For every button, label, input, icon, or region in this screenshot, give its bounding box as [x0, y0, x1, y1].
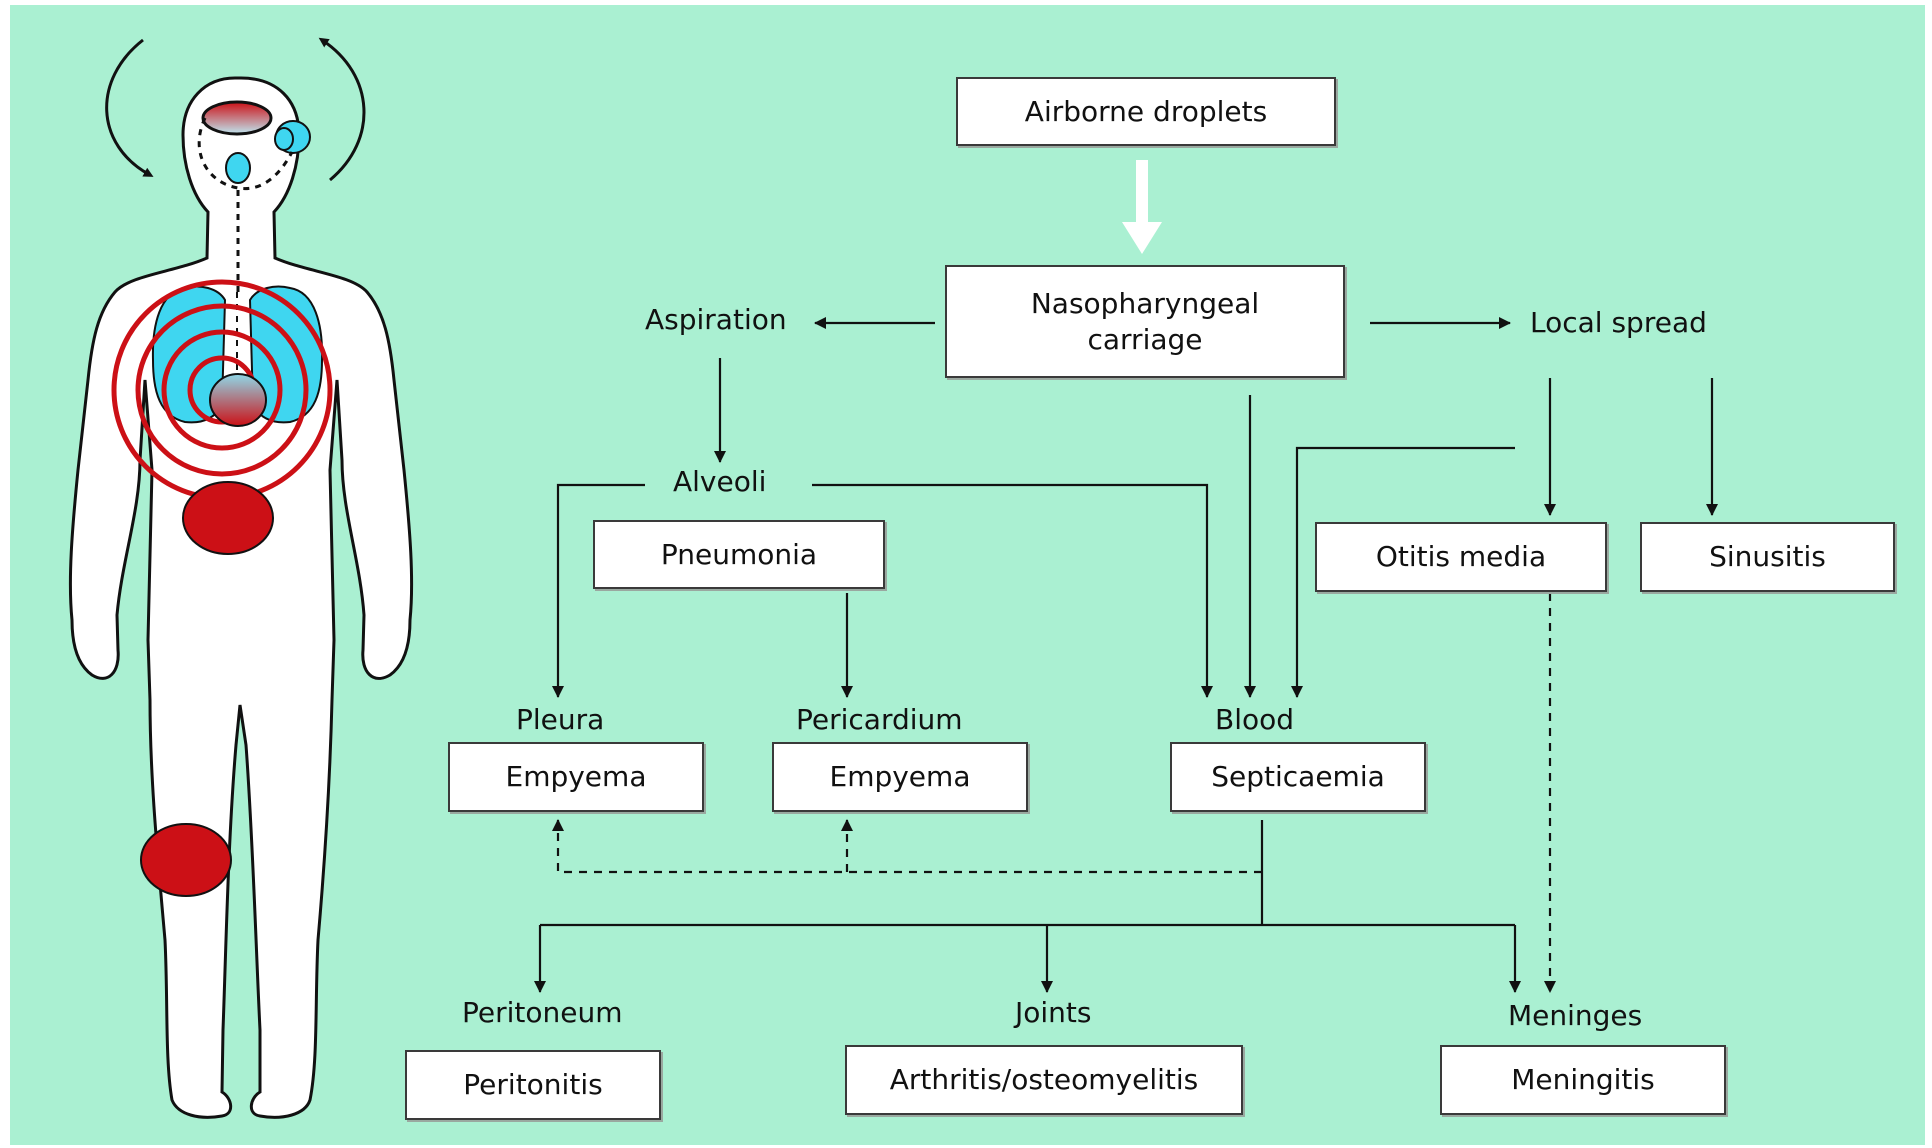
joint-site — [140, 823, 232, 897]
label-aspiration: Aspiration — [645, 303, 787, 336]
box-peritonitis: Peritonitis — [405, 1050, 661, 1120]
label-joints: Joints — [1015, 996, 1092, 1029]
ear-oval-inner — [274, 127, 294, 151]
box-airborne-droplets: Airborne droplets — [956, 77, 1336, 146]
airway-dashes — [197, 117, 294, 191]
local-spread-to-blood — [1291, 446, 1515, 698]
label-meninges: Meninges — [1508, 999, 1643, 1032]
box-sinusitis: Sinusitis — [1640, 522, 1895, 592]
label-blood: Blood — [1215, 703, 1295, 736]
pneumonia-rings — [111, 279, 333, 501]
box-meningitis: Meningitis — [1440, 1045, 1726, 1115]
box-empyema-pleura: Empyema — [448, 742, 704, 812]
box-empyema-pericardium: Empyema — [772, 742, 1028, 812]
peritoneum-site — [182, 481, 274, 555]
box-pneumonia: Pneumonia — [593, 520, 885, 589]
box-otitis-media: Otitis media — [1315, 522, 1607, 592]
left-cycle-arrow — [105, 38, 154, 177]
sinus-oval — [225, 152, 251, 184]
alveoli-to-blood — [812, 483, 1213, 698]
septicaemia-to-empyema-dashed — [552, 819, 1262, 874]
label-pericardium: Pericardium — [796, 703, 963, 736]
label-local-spread: Local spread — [1530, 306, 1707, 339]
mediastinum-oval — [209, 373, 267, 427]
alveoli-to-pleura — [552, 483, 645, 698]
label-pleura: Pleura — [516, 703, 605, 736]
label-peritoneum: Peritoneum — [462, 996, 623, 1029]
label-alveoli: Alveoli — [673, 465, 767, 498]
nasal-cavity — [201, 100, 273, 136]
box-septicaemia: Septicaemia — [1170, 742, 1426, 812]
right-cycle-arrow — [318, 37, 366, 182]
box-arthritis-osteomyelitis: Arthritis/osteomyelitis — [845, 1045, 1243, 1115]
box-nasopharyngeal-carriage: Nasopharyngeal carriage — [945, 265, 1345, 378]
